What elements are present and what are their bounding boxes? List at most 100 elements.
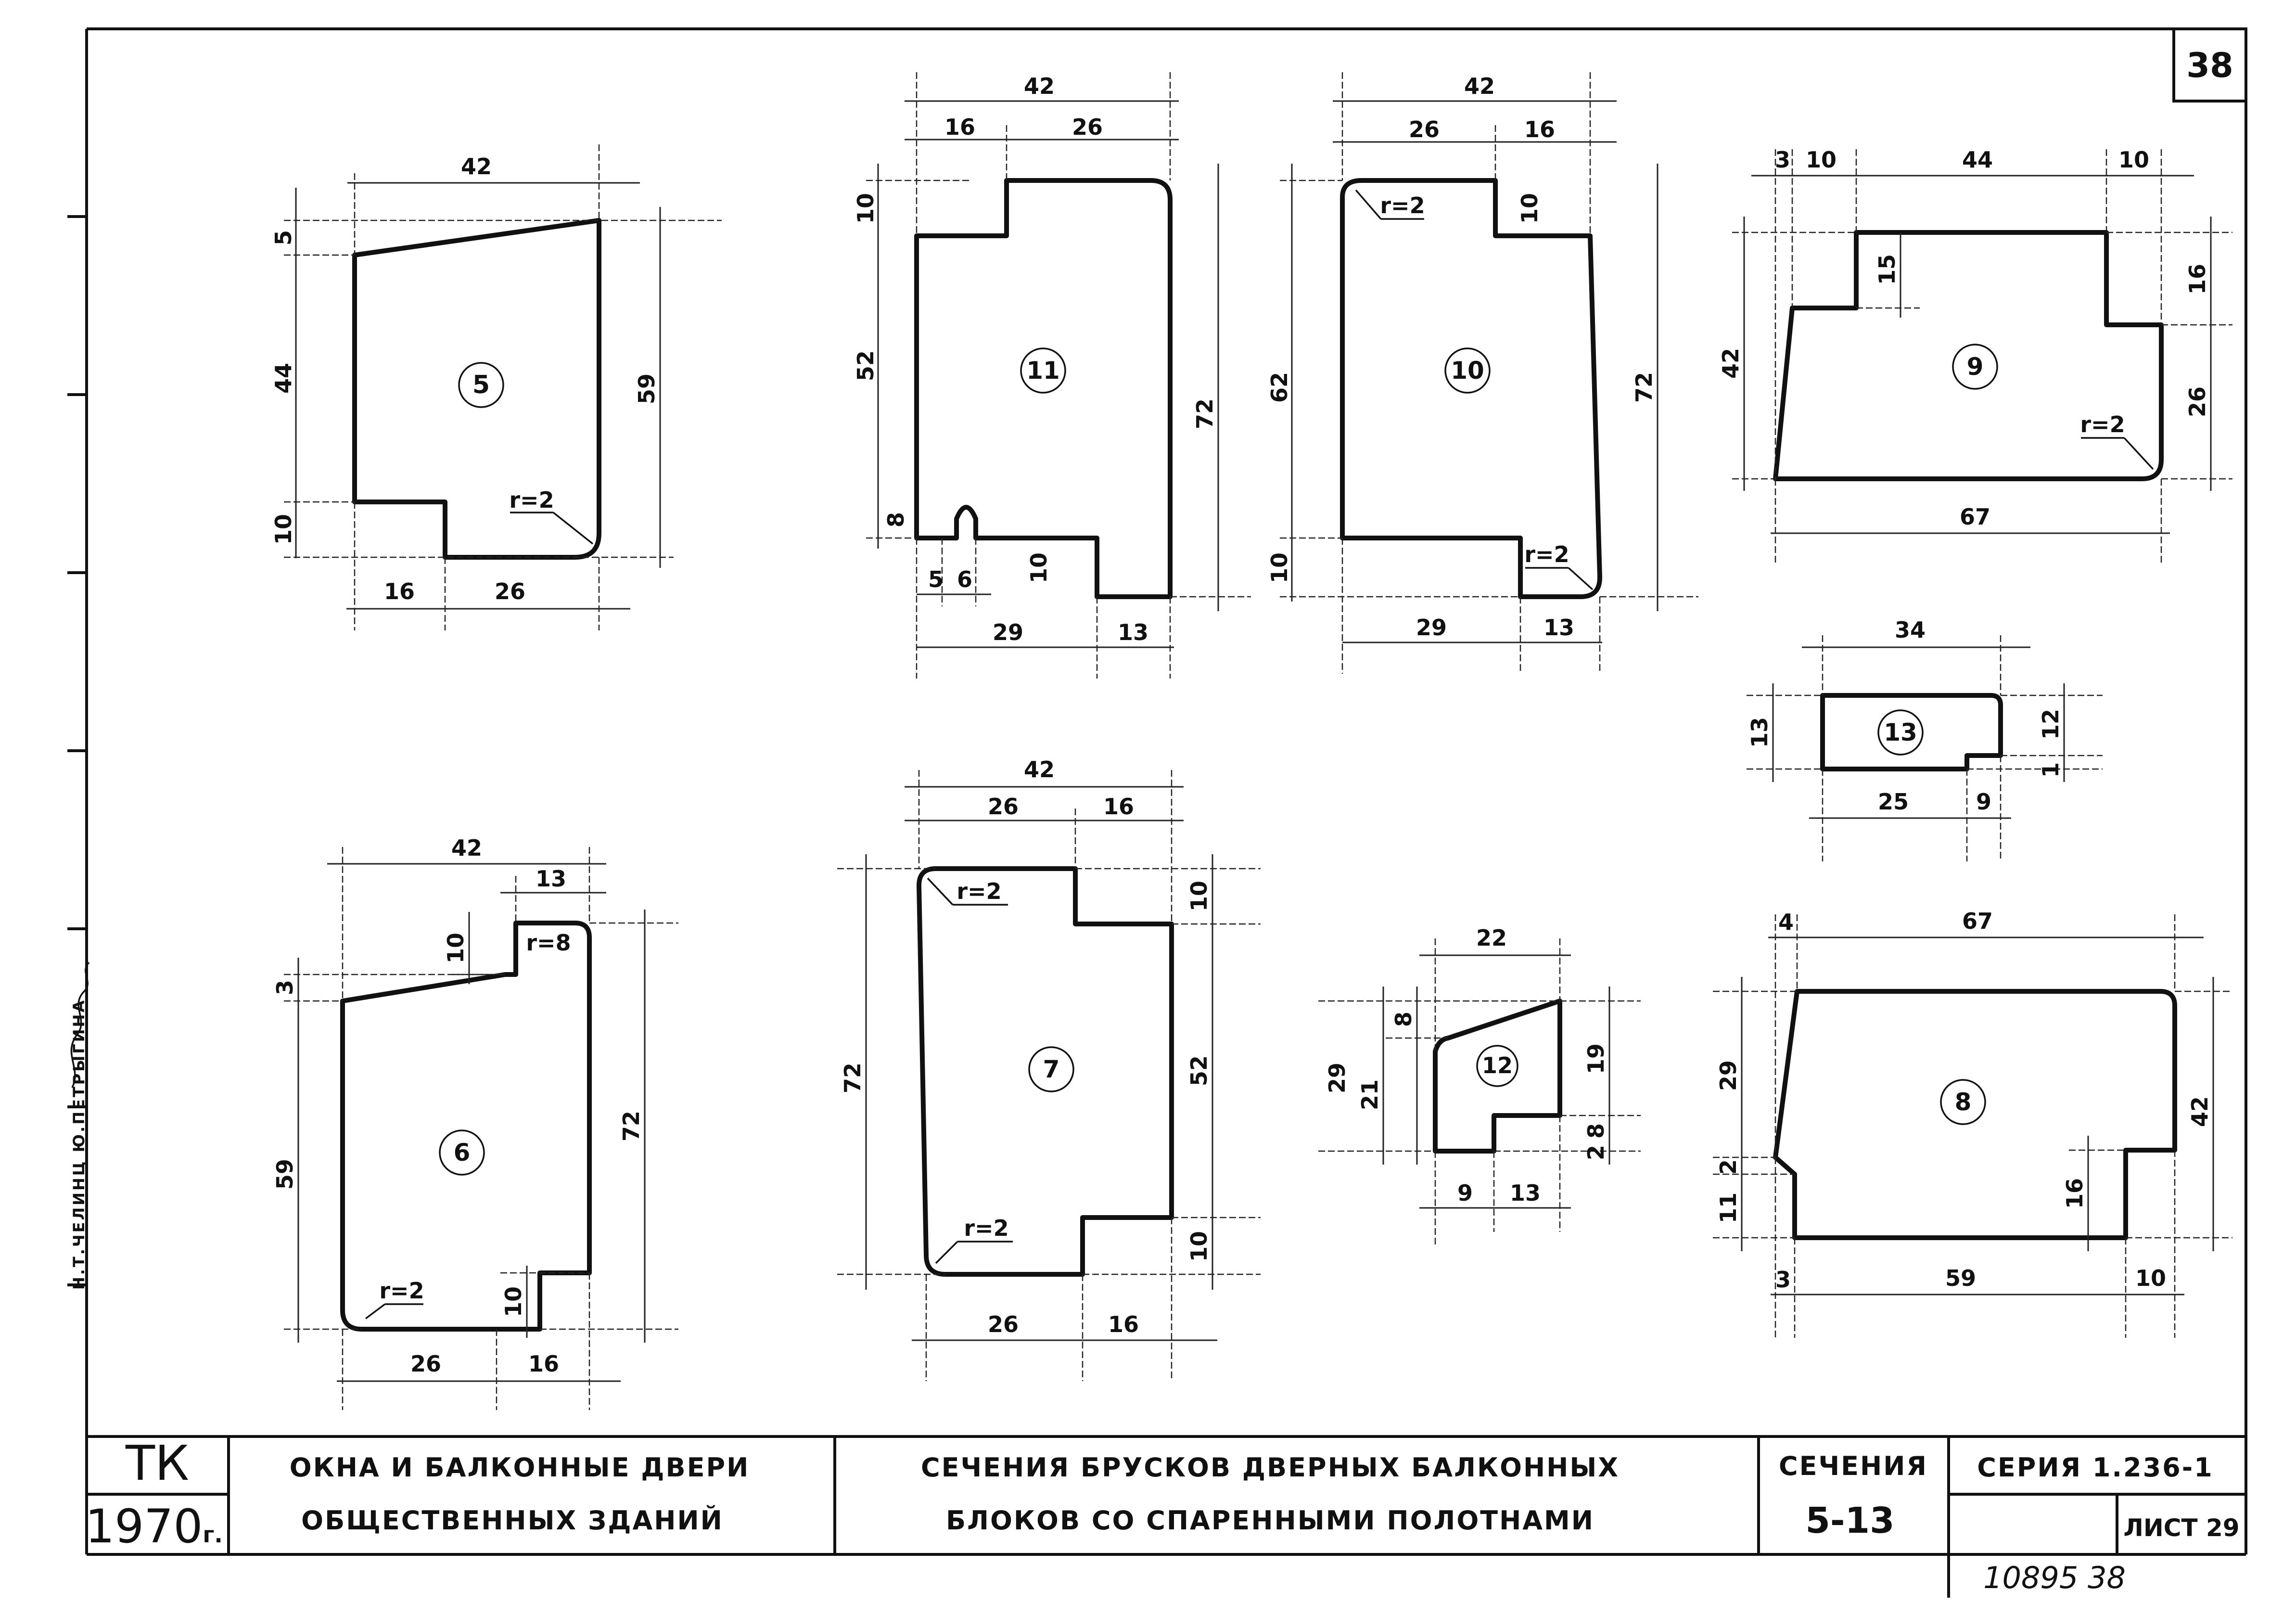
section-5-dim-26: 26 [495, 578, 525, 604]
section-10-dim-26: 26 [1409, 116, 1440, 142]
section-11-dim-29: 29 [993, 619, 1023, 645]
section-10-dim-16: 16 [1524, 116, 1555, 142]
title-section-label: СЕЧЕНИЯ [1779, 1451, 1928, 1481]
section-10-dim-13: 13 [1543, 615, 1574, 641]
section-7-dim-10b: 10 [1186, 1231, 1212, 1262]
section-7-dim-16b: 16 [1108, 1311, 1139, 1337]
title-year-number: 1970 [85, 1500, 203, 1553]
signature-mark [70, 962, 90, 1088]
section-10-dim-10: 10 [1517, 193, 1543, 224]
section-7-dim-26b: 26 [988, 1311, 1019, 1337]
section-8-dim-2: 2 [1715, 1159, 1741, 1175]
section-7-dim-42: 42 [1024, 757, 1055, 782]
section-9-dim-3: 3 [1775, 147, 1790, 173]
section-10: 10 42 26 16 10 62 10 72 29 13 r=2 r=2 [1266, 72, 1698, 674]
section-11-dim-52: 52 [853, 350, 879, 381]
section-6-mark: 6 [454, 1139, 471, 1167]
section-11-profile [914, 178, 1173, 599]
title-year: 1970г. [85, 1500, 223, 1553]
section-6-radius-bottom: r=2 [379, 1278, 424, 1304]
section-5-dim-16: 16 [384, 578, 415, 604]
section-12-dim-2: 2 [1583, 1145, 1609, 1160]
section-5-dim-44: 44 [270, 363, 296, 394]
section-11-dim-5: 5 [928, 566, 944, 592]
section-10-dim-62: 62 [1266, 372, 1292, 403]
section-9: 9 3 10 44 10 15 42 16 26 67 r=2 [1718, 147, 2232, 563]
section-12-mark: 12 [1482, 1052, 1513, 1078]
section-10-radius-top: r=2 [1380, 192, 1425, 218]
section-11: 11 42 16 26 10 52 8 72 5 6 10 29 13 [853, 72, 1251, 679]
section-7-profile [917, 866, 1174, 1277]
section-12-dim-21: 21 [1357, 1079, 1383, 1110]
section-6-dim-26: 26 [410, 1351, 441, 1377]
section-5-dim-5: 5 [270, 230, 296, 245]
section-12: 12 22 8 29 21 19 2 8 9 13 [1318, 925, 1641, 1246]
title-org: ТК [125, 1435, 189, 1491]
section-11-mark: 11 [1026, 357, 1060, 385]
section-9-dim-67: 67 [1960, 504, 1990, 530]
section-13-dim-12: 12 [2038, 709, 2064, 740]
section-9-dim-44: 44 [1962, 147, 1993, 173]
section-7-dim-16: 16 [1103, 794, 1134, 820]
section-13-dim-25: 25 [1878, 789, 1909, 815]
section-12-dim-9: 9 [1457, 1180, 1473, 1206]
title-subject-line1: ОКНА И БАЛКОННЫЕ ДВЕРИ [290, 1452, 750, 1483]
inventory-number: 10895 38 [1983, 1560, 2126, 1595]
section-13: 13 34 13 12 1 25 9 [1747, 617, 2103, 861]
section-7-radius-bottom: r=2 [964, 1215, 1008, 1241]
section-5-dim-59: 59 [634, 373, 660, 404]
section-8-dim-42: 42 [2187, 1096, 2213, 1127]
section-6-radius-top: r=8 [526, 930, 571, 956]
section-8: 8 4 67 29 2 11 42 16 3 59 10 [1713, 908, 2232, 1338]
section-11-dim-10b: 10 [1026, 552, 1052, 583]
section-6: 6 42 13 10 3 59 72 10 26 16 r=8 r=2 [272, 835, 678, 1410]
section-7-dim-10a: 10 [1186, 881, 1212, 911]
section-11-dim-42: 42 [1024, 73, 1055, 99]
section-5: 5 42 5 44 10 59 16 26 r=2 [270, 144, 722, 630]
corner-number-box: 38 [2172, 27, 2247, 103]
section-8-dim-67: 67 [1962, 908, 1993, 934]
section-8-mark: 8 [1955, 1088, 1972, 1116]
section-6-profile [340, 921, 592, 1332]
section-8-dim-4: 4 [1778, 909, 1794, 935]
section-12-dim-13: 13 [1510, 1180, 1541, 1206]
section-5-dim-10: 10 [270, 514, 296, 545]
section-7-radius-top: r=2 [957, 878, 1001, 904]
section-11-dim-13: 13 [1118, 619, 1148, 645]
section-9-dim-10a: 10 [1806, 147, 1837, 173]
section-11-dim-16: 16 [944, 114, 975, 140]
section-8-dim-16: 16 [2062, 1178, 2088, 1209]
section-12-dim-8b: 8 [1583, 1123, 1609, 1139]
title-series: СЕРИЯ 1.236-1 [1977, 1452, 2213, 1483]
section-9-dim-42: 42 [1718, 348, 1744, 379]
title-subject-line2: ОБЩЕСТВЕННЫХ ЗДАНИЙ [301, 1505, 724, 1536]
section-10-profile [1340, 178, 1602, 599]
section-9-dim-16: 16 [2184, 264, 2210, 295]
section-6-dim-72: 72 [618, 1111, 644, 1141]
section-10-mark: 10 [1451, 357, 1484, 385]
section-13-profile [1820, 693, 2003, 771]
title-year-suffix: г. [203, 1522, 223, 1548]
section-7-mark: 7 [1043, 1055, 1060, 1083]
section-13-dim-34: 34 [1895, 617, 1926, 643]
section-6-dim-10: 10 [443, 933, 469, 963]
section-7-dim-52: 52 [1186, 1055, 1212, 1086]
section-6-dim-3: 3 [272, 980, 298, 995]
section-9-dim-26: 26 [2184, 386, 2210, 417]
section-11-dim-72: 72 [1192, 398, 1218, 429]
section-12-dim-22: 22 [1476, 925, 1507, 951]
section-6-dim-59: 59 [272, 1159, 298, 1190]
corner-number: 38 [2186, 46, 2233, 85]
section-10-dim-10b: 10 [1266, 552, 1292, 583]
section-6-dim-42: 42 [451, 835, 482, 861]
section-7: 7 42 26 16 72 10 52 10 26 16 r=2 r=2 [837, 757, 1261, 1381]
section-7-dim-26: 26 [988, 794, 1019, 820]
section-11-dim-6: 6 [957, 566, 972, 592]
section-5-radius: r=2 [509, 487, 554, 513]
section-8-dim-59: 59 [1945, 1265, 1976, 1291]
section-12-dim-29: 29 [1324, 1063, 1350, 1093]
section-5-dim-width: 42 [461, 154, 492, 180]
section-6-dim-10b: 10 [500, 1286, 526, 1317]
section-11-dim-26: 26 [1072, 114, 1103, 140]
